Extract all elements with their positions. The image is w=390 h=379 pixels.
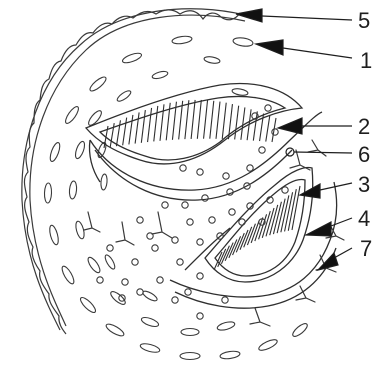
label-2: 2 — [358, 114, 370, 139]
hatch-line — [148, 108, 152, 142]
arrowhead-2 — [278, 118, 302, 134]
hatch-line — [191, 100, 195, 139]
hatch-line — [216, 102, 220, 139]
hatch-line — [116, 120, 120, 146]
round-cell — [197, 169, 203, 175]
round-cell — [223, 173, 229, 179]
hatch-line — [185, 100, 189, 139]
hatch-line — [135, 112, 139, 143]
round-cell — [185, 289, 191, 295]
round-cell — [272, 129, 278, 135]
round-cell — [137, 289, 143, 295]
hatch-line — [154, 106, 158, 141]
hatch-line — [129, 115, 133, 144]
round-cell — [152, 245, 158, 251]
leader-line-6 — [294, 152, 352, 153]
round-cell — [157, 277, 163, 283]
round-cell — [222, 297, 228, 303]
arrowhead-1 — [256, 40, 283, 55]
hatch-line — [160, 104, 164, 141]
arrowhead-3 — [300, 184, 320, 198]
round-cell — [162, 202, 168, 208]
dispersed-cells — [97, 105, 288, 319]
label-3: 3 — [358, 172, 370, 197]
hatch-line — [260, 114, 264, 142]
round-cell — [172, 237, 178, 243]
round-cell — [259, 147, 265, 153]
round-cell — [197, 239, 203, 245]
round-cell — [132, 259, 138, 265]
arrowhead-4 — [306, 222, 331, 236]
round-cell — [187, 219, 193, 225]
leader-line-3 — [320, 183, 352, 190]
arrowhead-7 — [318, 253, 338, 270]
round-cell — [97, 277, 103, 283]
round-cell — [177, 259, 183, 265]
label-4: 4 — [358, 206, 370, 231]
hatch-line — [166, 103, 170, 140]
round-cell — [197, 273, 203, 279]
round-cell — [239, 219, 245, 225]
leader-line-4 — [331, 218, 352, 226]
label-7: 7 — [360, 236, 372, 261]
round-cell — [119, 295, 125, 301]
label-1: 1 — [360, 48, 372, 73]
outer-capsule — [22, 9, 245, 334]
round-cell — [180, 165, 186, 171]
round-cell — [107, 245, 113, 251]
round-cell — [229, 209, 235, 215]
round-cell — [137, 217, 143, 223]
round-cell — [122, 279, 128, 285]
labels: 5 1 2 6 3 4 7 — [358, 8, 372, 261]
round-cell — [247, 165, 253, 171]
hatch-line — [204, 100, 208, 139]
leader-line-7 — [334, 248, 352, 258]
hatch-line — [210, 101, 214, 139]
hatch-line — [235, 106, 239, 140]
round-cell — [182, 202, 188, 208]
hatch-line — [253, 111, 257, 140]
label-6: 6 — [358, 142, 370, 167]
leader-line-1 — [283, 48, 352, 58]
hatch-line — [123, 118, 127, 146]
round-cell — [282, 187, 288, 193]
hatch-line — [141, 110, 145, 143]
label-5: 5 — [358, 8, 370, 33]
round-cell — [202, 195, 208, 201]
round-cell — [209, 217, 215, 223]
hatch-line — [222, 103, 226, 139]
round-cell — [172, 297, 178, 303]
round-cell — [265, 105, 271, 111]
leader-line-5 — [262, 16, 352, 20]
round-cell — [197, 313, 203, 319]
hatch-line — [110, 123, 114, 147]
hatch-line — [197, 100, 201, 139]
hatch-line — [266, 116, 270, 142]
